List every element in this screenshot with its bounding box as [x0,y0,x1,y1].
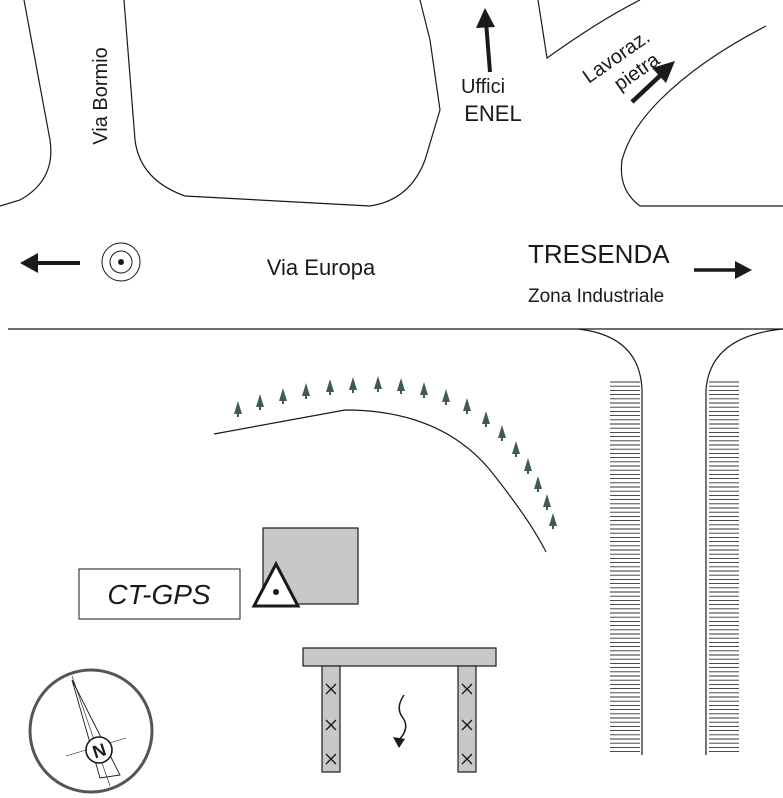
compass-needle-icon [71,679,121,779]
hatch-right [709,381,739,753]
compass: N [28,668,154,794]
station-label: CT-GPS [107,579,211,610]
dest-uffici-line2: ENEL [464,101,521,126]
street-label-via-europa: Via Europa [267,255,376,280]
right-block-edge [620,25,783,207]
tree-icon [543,494,551,510]
bridge-deck [302,647,497,667]
tree-icon [482,411,490,427]
tree-icon [397,378,405,394]
tree-icon [524,458,532,474]
dest-tresenda: TRESENDA [528,239,670,269]
tree-icon [442,389,450,405]
tree-icon [463,398,471,414]
arrow-north-icon [476,8,495,73]
dest-zona-industriale: Zona Industriale [528,286,664,307]
bridge-structure [302,647,497,773]
survey-point-icon [101,242,141,282]
tree-row [234,376,557,529]
tree-icon [420,382,428,398]
arrow-northeast-icon [630,61,675,104]
tree-icon [302,383,310,399]
tree-icon [349,377,357,393]
arrow-east-icon [694,261,752,279]
curved-path-line [213,409,547,553]
tree-icon [549,513,557,529]
tree-icon [326,379,334,395]
street-label-via-bormio: Via Bormio [90,47,112,144]
gps-station-marker [251,560,301,608]
tree-icon [534,476,542,492]
center-block-edge [123,0,441,207]
station-label-box [78,568,241,620]
direction-arrows [20,8,752,279]
hatch-left [610,381,640,753]
tree-icon [374,376,382,392]
bridge-pillar-right [457,665,477,773]
tree-icon [498,425,506,441]
pillar-crosses [325,683,473,765]
side-road-left-edge [577,328,643,755]
road-outlines [0,0,783,755]
stream-flow-arrow [393,694,407,748]
left-block-edge [0,0,52,207]
bridge-pillar-left [321,665,341,773]
tree-icon [279,388,287,404]
compass-north-label: N [90,739,109,762]
tree-icon [234,401,242,417]
tree-icon [256,394,264,410]
dest-uffici-line1: Uffici [461,76,505,98]
dest-lavoraz-group: Lavoraz. pietra [579,26,665,95]
lavoraz-block-edge [537,0,641,60]
arrow-west-icon [20,253,80,273]
tree-icon [512,441,520,457]
side-road-right-edge [705,328,783,755]
compass-center [85,736,113,764]
